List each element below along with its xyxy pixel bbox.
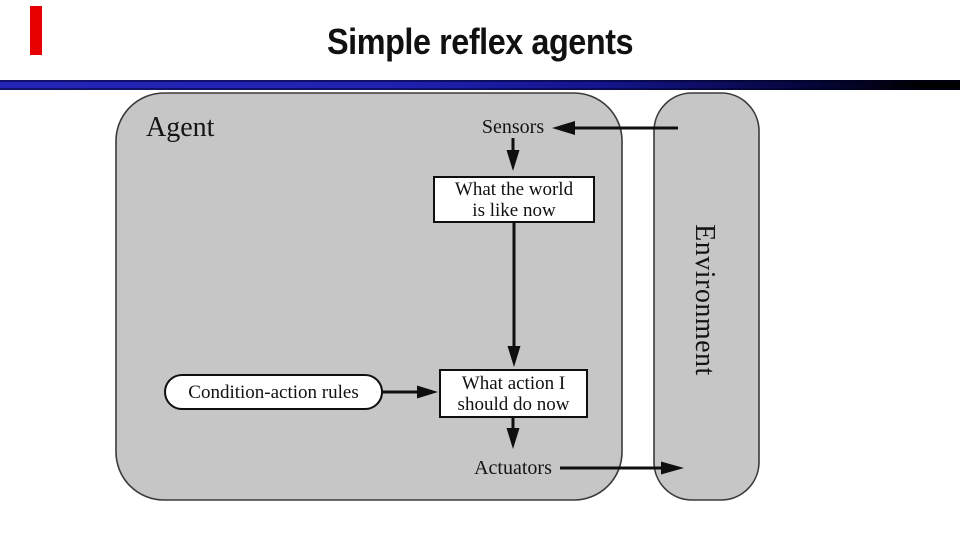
rules-label: Condition-action rules — [165, 375, 382, 409]
slide-title-text: Simple reflex agents — [326, 21, 634, 62]
arrow-action-to-actuators — [506, 417, 520, 449]
action-text: What action I should do now — [440, 370, 587, 417]
rules-label-text: Condition-action rules — [188, 381, 359, 403]
world-state-box — [433, 176, 595, 223]
arrow-rules-to-action — [382, 385, 438, 399]
world-state-text: What the world is like now — [434, 177, 594, 222]
environment-box — [653, 92, 760, 501]
arrow-actuators-to-environment — [560, 461, 684, 475]
world-state-line-1: What the world — [454, 178, 574, 200]
title-rule — [0, 80, 960, 90]
sensors-label: Sensors — [481, 116, 545, 138]
red-accent-bar — [30, 6, 42, 55]
slide-title: Simple reflex agents — [0, 22, 960, 62]
arrow-world-state-to-action — [507, 222, 521, 367]
action-line-1: What action I — [461, 372, 566, 394]
actuators-label: Actuators — [474, 457, 552, 479]
action-box — [439, 369, 588, 418]
environment-label: Environment — [689, 224, 720, 376]
action-line-2: should do now — [457, 393, 570, 415]
arrow-sensors-to-world-state — [506, 138, 520, 171]
agent-box — [115, 92, 623, 501]
world-state-line-2: is like now — [472, 199, 556, 221]
agent-label: Agent — [146, 112, 215, 143]
arrow-environment-to-sensors — [552, 121, 678, 135]
